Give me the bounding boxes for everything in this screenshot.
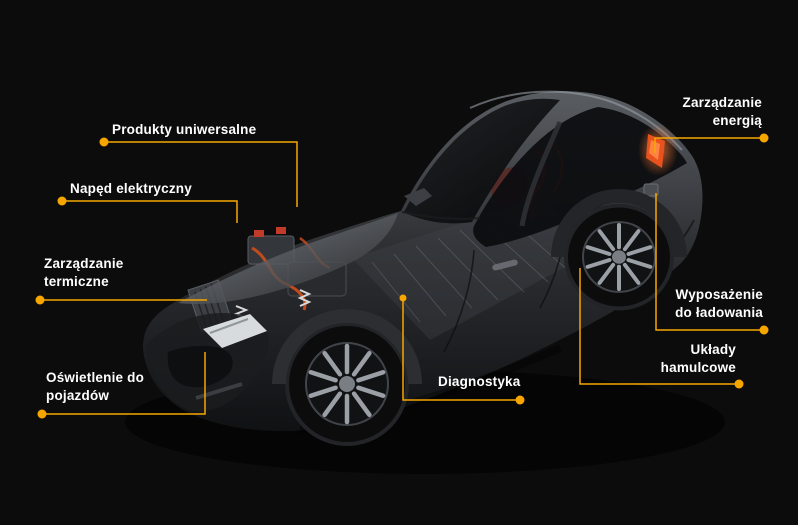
callout-line-zarzadzanie-energia	[654, 137, 764, 153]
label-naped-elektryczny: Napęd elektryczny	[70, 181, 192, 196]
front-wheel	[285, 322, 409, 446]
label-produkty-uniwersalne: Produkty uniwersalne	[112, 122, 257, 137]
label-oswietlenie-do-pojazdow: Oświetlenie do pojazdów	[46, 370, 145, 403]
callout-dot-naped-elektryczny	[57, 196, 67, 206]
front-wheel-arch	[272, 309, 422, 384]
callout-dot-produkty-uniwersalne	[99, 137, 109, 147]
callout-dot-wyposazenie-do-ladowania	[759, 325, 769, 335]
callout-dot-diagnostyka	[515, 395, 525, 405]
label-zarzadzanie-termiczne: Zarządzanie termiczne	[44, 256, 124, 289]
rear-wheel	[564, 203, 674, 311]
headlight	[203, 314, 267, 348]
windshield	[404, 98, 560, 224]
side-mirror	[404, 188, 432, 206]
callout-line-diagnostyka	[402, 298, 520, 401]
callout-line-uklady-hamulcowe	[579, 268, 739, 385]
label-uklady-hamulcowe: Układy hamulcowe	[660, 342, 736, 375]
callout-dot-zarzadzanie-termiczne	[35, 295, 45, 305]
label-wyposazenie-do-ladowania: Wyposażenie do ładowania	[675, 287, 763, 320]
grille	[167, 345, 233, 388]
callout-line-oswietlenie-do-pojazdow	[42, 352, 206, 415]
rear-wheel-arch	[551, 189, 687, 257]
callout-line-produkty-uniwersalne	[104, 141, 298, 207]
callout-dot-oswietlenie-do-pojazdow	[37, 409, 47, 419]
label-zarzadzanie-energia: Zarządzanie energią	[682, 95, 762, 128]
callout-line-naped-elektryczny	[62, 200, 238, 223]
callout-line-wyposazenie-do-ladowania	[655, 193, 764, 331]
callout-dot-zarzadzanie-energia	[759, 133, 769, 143]
callout-endpoint-diagnostyka	[399, 294, 407, 302]
charging-port	[643, 183, 659, 197]
callout-dot-uklady-hamulcowe	[734, 379, 744, 389]
label-diagnostyka: Diagnostyka	[438, 374, 521, 389]
